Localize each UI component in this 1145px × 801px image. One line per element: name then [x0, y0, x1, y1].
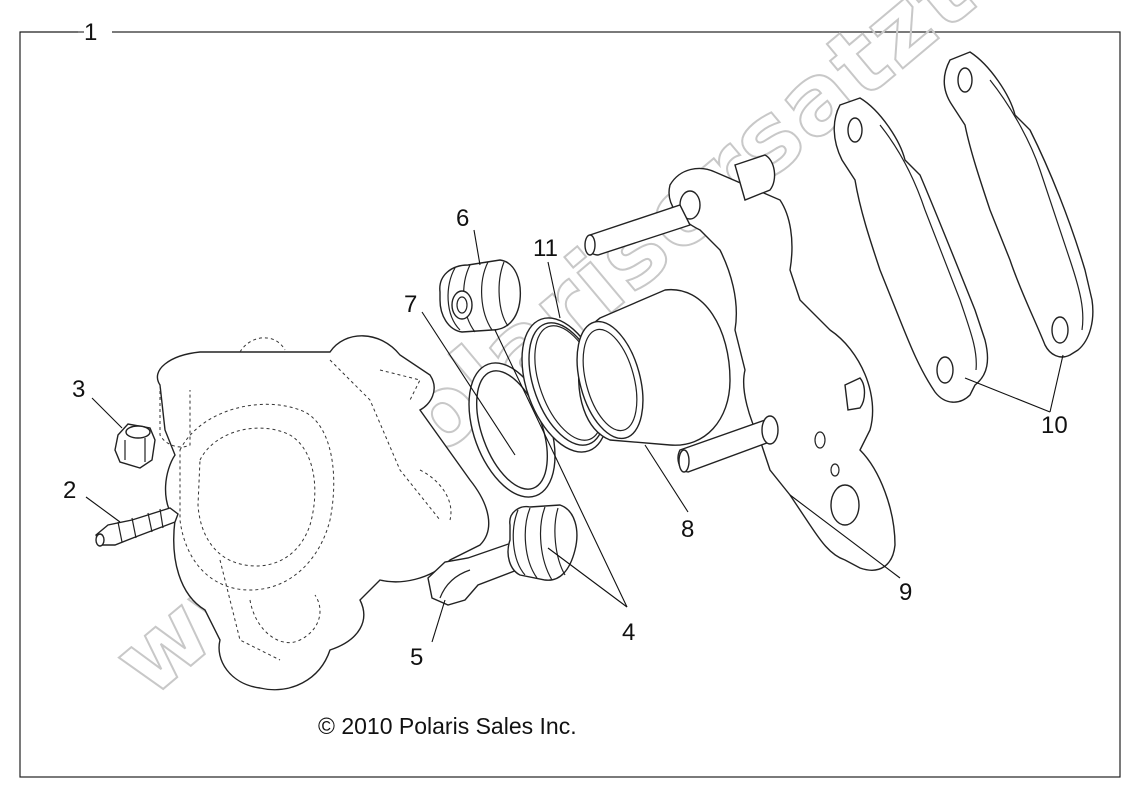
copyright-text: © 2010 Polaris Sales Inc.	[318, 713, 577, 739]
upper-boot-part	[439, 259, 522, 333]
callout-7: 7	[404, 291, 417, 318]
caliper-body-part	[156, 335, 490, 691]
callout-6: 6	[456, 205, 469, 232]
callout-9: 9	[899, 579, 912, 606]
bleeder-cap-part	[114, 423, 156, 469]
lower-boot-part	[507, 504, 578, 581]
bleeder-screw-part	[95, 507, 179, 547]
brake-pad-front-part	[833, 97, 989, 403]
callout-11: 11	[533, 235, 558, 262]
mounting-bracket-part	[584, 154, 896, 571]
callout-4: 4	[622, 619, 635, 646]
callout-labels: 1 2 3 4 5 6 7 8 9 10 11	[63, 19, 1068, 671]
callout-1: 1	[84, 19, 97, 46]
leader-lines	[20, 31, 1064, 643]
diagram-frame	[19, 31, 1121, 778]
callout-2: 2	[63, 477, 76, 504]
callout-3: 3	[72, 376, 85, 403]
callout-8: 8	[681, 516, 694, 543]
callout-10: 10	[1041, 412, 1068, 439]
piston-part	[576, 289, 731, 446]
callout-5: 5	[410, 644, 423, 671]
